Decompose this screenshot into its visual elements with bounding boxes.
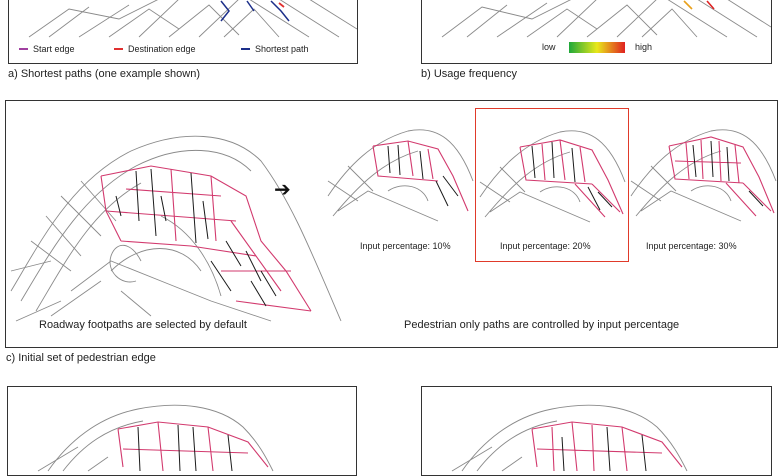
scale-low-label: low [542,42,556,52]
panel-d-network [7,386,357,476]
usage-scale: low high [542,42,662,56]
usage-gradient-bar [569,42,625,53]
panel-e-network [421,386,772,476]
legend-start-edge: Start edge [19,44,75,54]
option-20-selected-frame[interactable]: Input percentage: 20% [475,108,629,262]
option-30-label: Input percentage: 30% [646,241,737,251]
start-edge-swatch [19,48,28,50]
destination-edge-swatch [114,48,123,50]
panel-b-caption: b) Usage frequency [421,68,517,80]
panel-c-caption: c) Initial set of pedestrian edge [6,352,156,364]
panel-b-map [441,0,771,38]
option-10-label: Input percentage: 10% [360,241,451,251]
legend-start-edge-label: Start edge [33,44,75,54]
panel-b-usage-frequency: low high [421,0,772,64]
option-20-map [479,130,626,223]
scale-high-label: high [635,42,653,52]
panel-a-map [28,0,357,38]
panel-a-shortest-paths: Start edge Destination edge Shortest pat… [8,0,358,64]
panel-a-caption: a) Shortest paths (one example shown) [8,68,200,80]
panel-c-initial-pedestrian: ➔ Input percentage: 10% Input percentage… [5,100,778,348]
option-20-label: Input percentage: 20% [500,241,591,251]
shortest-path-swatch [241,48,250,50]
legend-shortest-path-label: Shortest path [255,44,309,54]
legend-destination-edge-label: Destination edge [128,44,196,54]
panel-d-map [37,404,274,472]
legend-shortest-path: Shortest path [241,44,309,54]
panel-e-map [451,404,688,472]
roadway-default-text: Roadway footpaths are selected by defaul… [39,319,247,331]
option-30-map [630,129,777,222]
pedestrian-percentage-text: Pedestrian only paths are controlled by … [404,319,680,331]
arrow-right-icon: ➔ [274,179,291,201]
option-10-map [327,129,474,222]
large-network-map [10,135,342,322]
legend-destination-edge: Destination edge [114,44,196,54]
